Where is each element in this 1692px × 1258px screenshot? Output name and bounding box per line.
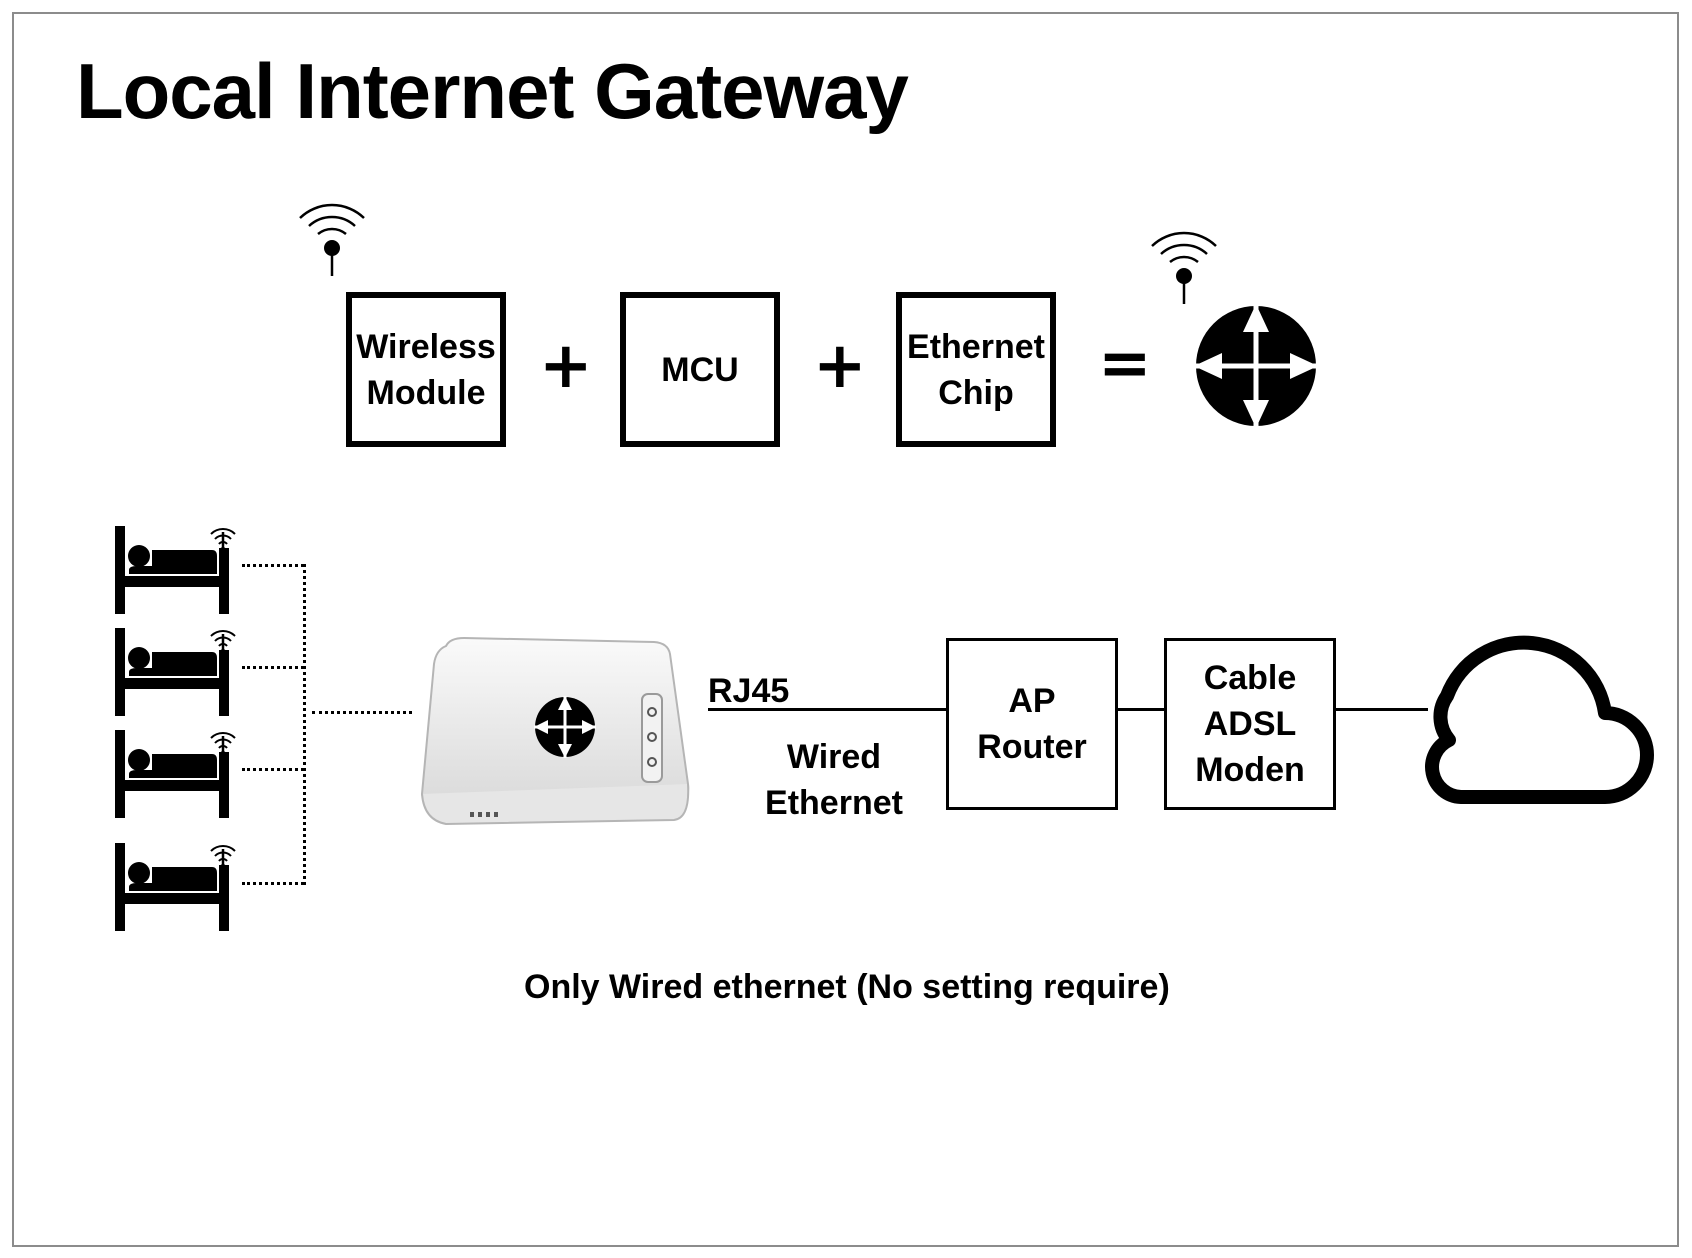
plus-sign: +: [813, 329, 867, 403]
bed-connector-line: [242, 768, 304, 771]
modem-box: Cable ADSL Moden: [1164, 638, 1336, 810]
wired-ethernet-line: [708, 708, 946, 711]
bed-sleeping-icon: [113, 626, 237, 718]
bed-sleeping-icon: [113, 841, 237, 933]
mcu-box: MCU: [620, 292, 780, 447]
footnote: Only Wired ethernet (No setting require): [524, 968, 1170, 1006]
mcu-label: MCU: [661, 350, 739, 389]
bed-sleeping-icon: [113, 524, 237, 616]
bed-connector-line: [242, 666, 304, 669]
router-logo-icon: [534, 696, 596, 758]
gateway-connector-line: [312, 711, 412, 714]
wired-ethernet-label-line1: Wired: [786, 738, 882, 776]
ap-router-box: AP Router: [946, 638, 1118, 810]
page-title: Local Internet Gateway: [76, 47, 909, 135]
bed-bus-line: [303, 564, 306, 885]
rj45-label: RJ45: [708, 672, 790, 710]
bed-sleeping-icon: [113, 728, 237, 820]
wired-ethernet-label-line2: Ethernet: [765, 784, 903, 822]
router-logo-icon: [1194, 304, 1318, 428]
wireless-module-label-line1: Wireless: [356, 327, 496, 366]
slide: Local Internet Gateway Wireless Module +…: [12, 12, 1679, 1247]
modem-label-line3: Moden: [1195, 751, 1305, 789]
ap-router-label-line2: Router: [977, 728, 1087, 766]
bed-connector-line: [242, 882, 304, 885]
wifi-signal-icon: [1151, 231, 1217, 304]
gateway-device-image: [420, 636, 690, 826]
modem-label-line1: Cable: [1203, 659, 1297, 697]
equals-sign: =: [1098, 327, 1152, 401]
wired-ethernet-label: Wired Ethernet: [754, 734, 914, 826]
modem-cloud-line: [1336, 708, 1428, 711]
ethernet-chip-box: Ethernet Chip: [896, 292, 1056, 447]
wireless-module-label-line2: Module: [366, 373, 486, 412]
bed-connector-line: [242, 564, 304, 567]
cloud-icon: [1425, 635, 1654, 804]
ethernet-chip-label-line1: Ethernet: [907, 327, 1045, 366]
ap-router-label-line1: AP: [1008, 682, 1056, 720]
router-modem-line: [1118, 708, 1164, 711]
plus-sign: +: [539, 329, 593, 403]
wifi-signal-icon: [299, 203, 365, 276]
ethernet-chip-label-line2: Chip: [938, 373, 1014, 412]
wireless-module-box: Wireless Module: [346, 292, 506, 447]
modem-label-line2: ADSL: [1203, 705, 1297, 743]
